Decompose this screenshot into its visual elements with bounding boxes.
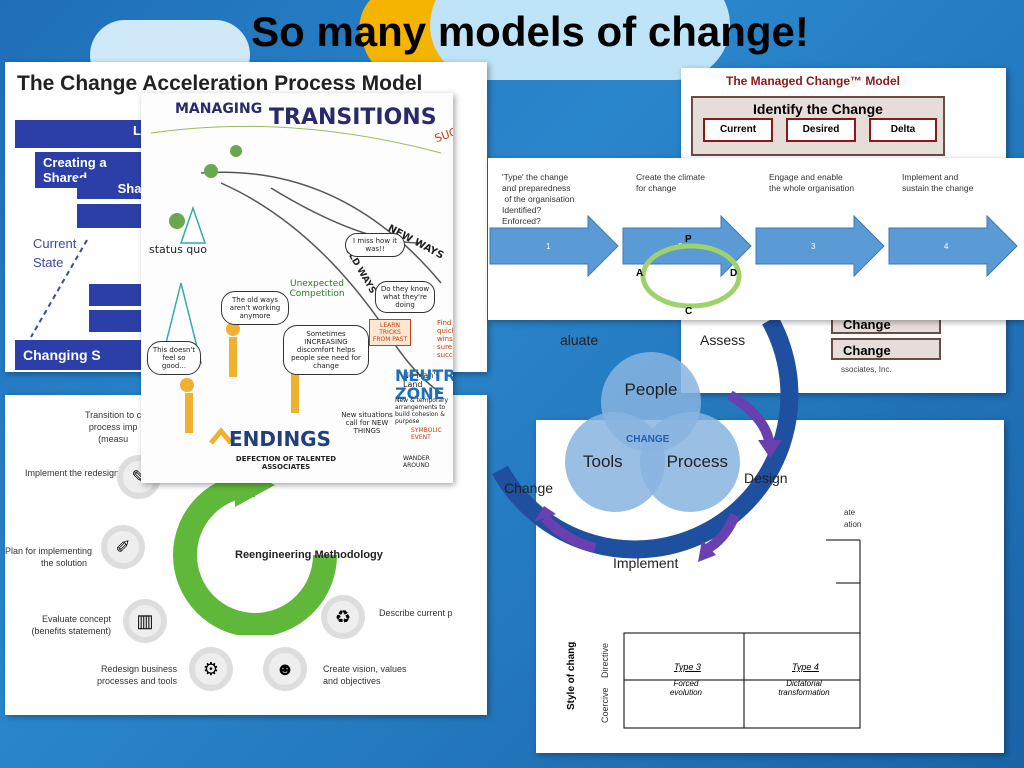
chart-gear-icon: ▥ <box>123 599 167 643</box>
pdca-c: C <box>685 306 693 317</box>
step-3-text: Engage and enable the whole organisation <box>769 172 855 193</box>
reeng-label-evaluate: Evaluate concept (benefits statement) <box>31 614 111 636</box>
gear-icon: ✐ <box>101 525 145 569</box>
matrix-fragment: ation <box>844 520 862 529</box>
matrix-grid <box>623 539 861 729</box>
title-managing: MANAGING <box>175 101 263 117</box>
new-temp-label: New & temporary arrangements to build co… <box>395 397 449 425</box>
doesnt-feel-bubble: This doesn't feel so good... <box>147 341 201 375</box>
defection-label: DEFECTION OF TALENTED ASSOCIATES <box>235 455 337 471</box>
change-box: Change <box>831 338 941 360</box>
delta-box: Delta <box>869 118 937 142</box>
slide-title: So many models of change! <box>251 8 809 55</box>
new-situations-label: New situations call for NEW THINGS <box>341 411 393 435</box>
title-transitions: TRANSITIONS <box>269 105 437 130</box>
learn-sign: LEARN TRICKS FROM PAST <box>369 319 411 346</box>
change-center-label: CHANGE <box>626 434 670 445</box>
cap-current-state: Current State <box>33 236 77 270</box>
cycle-ring <box>492 315 799 562</box>
coercive-label: Coercive <box>600 687 610 723</box>
type4-label: Type 4 <box>792 662 819 672</box>
current-box: Current <box>703 118 773 142</box>
pdca-a: A <box>636 268 644 279</box>
reeng-label-redesign: Redesign business processes and tools <box>96 664 177 686</box>
stage-change: Change <box>504 480 554 496</box>
recycle-gear-icon: ♻ <box>321 595 365 639</box>
do-they-know-bubble: Do they know what they're doing <box>375 281 435 313</box>
endings-label: ENDINGS <box>229 427 332 451</box>
reeng-center-label: Reengineering Methodology <box>235 549 383 561</box>
stage-evaluate: aluate <box>560 332 599 348</box>
pdca-d: D <box>730 268 738 279</box>
miss-how-bubble: I miss how it was!! <box>345 233 405 257</box>
communication-label: Communication = Talking to People!! <box>391 411 392 412</box>
matrix-axis-label: Style of chang <box>566 641 577 710</box>
reeng-label-plan: Plan for implementing the solution <box>5 546 93 568</box>
step-4-num: 4 <box>944 242 949 251</box>
cap-dashed-line <box>30 239 88 338</box>
pdca-p: P <box>685 234 692 245</box>
forced-evolution: Forced evolution <box>669 679 703 697</box>
gear-icon: ⚙ <box>189 647 233 691</box>
reeng-label-implement: Implement the redesign <box>25 468 120 478</box>
person-gear-icon: ☻ <box>263 647 307 691</box>
cap-footer: Changing S <box>15 340 161 370</box>
neutral-zone-label: NEUTRAL ZONE <box>395 366 453 403</box>
dictatorial-transformation: Dictatorial transformation <box>778 679 830 697</box>
reengineering-card: Transition to c process imp (measu Imple… <box>5 395 487 715</box>
step-1-text: 'Type' the change and preparedness of th… <box>502 172 575 226</box>
stage-design: Design <box>744 470 788 486</box>
desired-box: Desired <box>786 118 856 142</box>
managing-transitions-card: MANAGING TRANSITIONS SUCCESSFUL TRANSI s… <box>141 93 453 483</box>
four-step-arrows-card: 'Type' the change and preparedness of th… <box>488 158 1024 320</box>
old-ways-bubble: The old ways aren't working anymore <box>221 291 289 325</box>
step-2-text: Create the climate for change <box>636 172 705 193</box>
matrix-fragment: ate <box>844 508 856 517</box>
quick-wins-label: Find quick wins... sure successes <box>437 319 453 359</box>
stage-implement: Implement <box>613 555 679 571</box>
change-cycle-diagram: People Tools Process CHANGE aluate Asses… <box>470 300 830 630</box>
directive-label: Directive <box>600 642 610 678</box>
reeng-label-describe: Describe current p <box>379 608 453 618</box>
step-3-num: 3 <box>811 242 816 251</box>
managed-title: The Managed Change™ Model <box>726 74 901 88</box>
identify-label: Identify the Change <box>753 101 883 117</box>
step-4-text: Implement and sustain the change <box>902 172 974 193</box>
sometimes-bubble: Sometimes INCREASING discomfort helps pe… <box>283 325 369 375</box>
no-mans-label: No Man's Land <box>403 371 440 389</box>
reeng-label-transition: Transition to c process imp (measu <box>85 410 142 444</box>
pdca-ring <box>640 243 742 309</box>
cap-bar-leading: Le <box>15 120 161 148</box>
step-1-num: 1 <box>546 242 551 251</box>
unexpected-label: Unexpected Competition <box>289 279 345 299</box>
cap-title: The Change Acceleration Process Model <box>17 72 423 95</box>
status-quo-label: status quo <box>149 243 207 256</box>
managed-footer: ssociates, Inc. <box>841 365 892 374</box>
type3-label: Type 3 <box>674 662 701 672</box>
symbolic-label: SYMBOLIC EVENT <box>411 427 442 441</box>
wander-label: WANDER AROUND <box>403 455 430 469</box>
reeng-label-vision: Create vision, values and objectives <box>323 664 407 686</box>
stage-assess: Assess <box>700 332 746 348</box>
process-circle: Process <box>640 412 740 512</box>
